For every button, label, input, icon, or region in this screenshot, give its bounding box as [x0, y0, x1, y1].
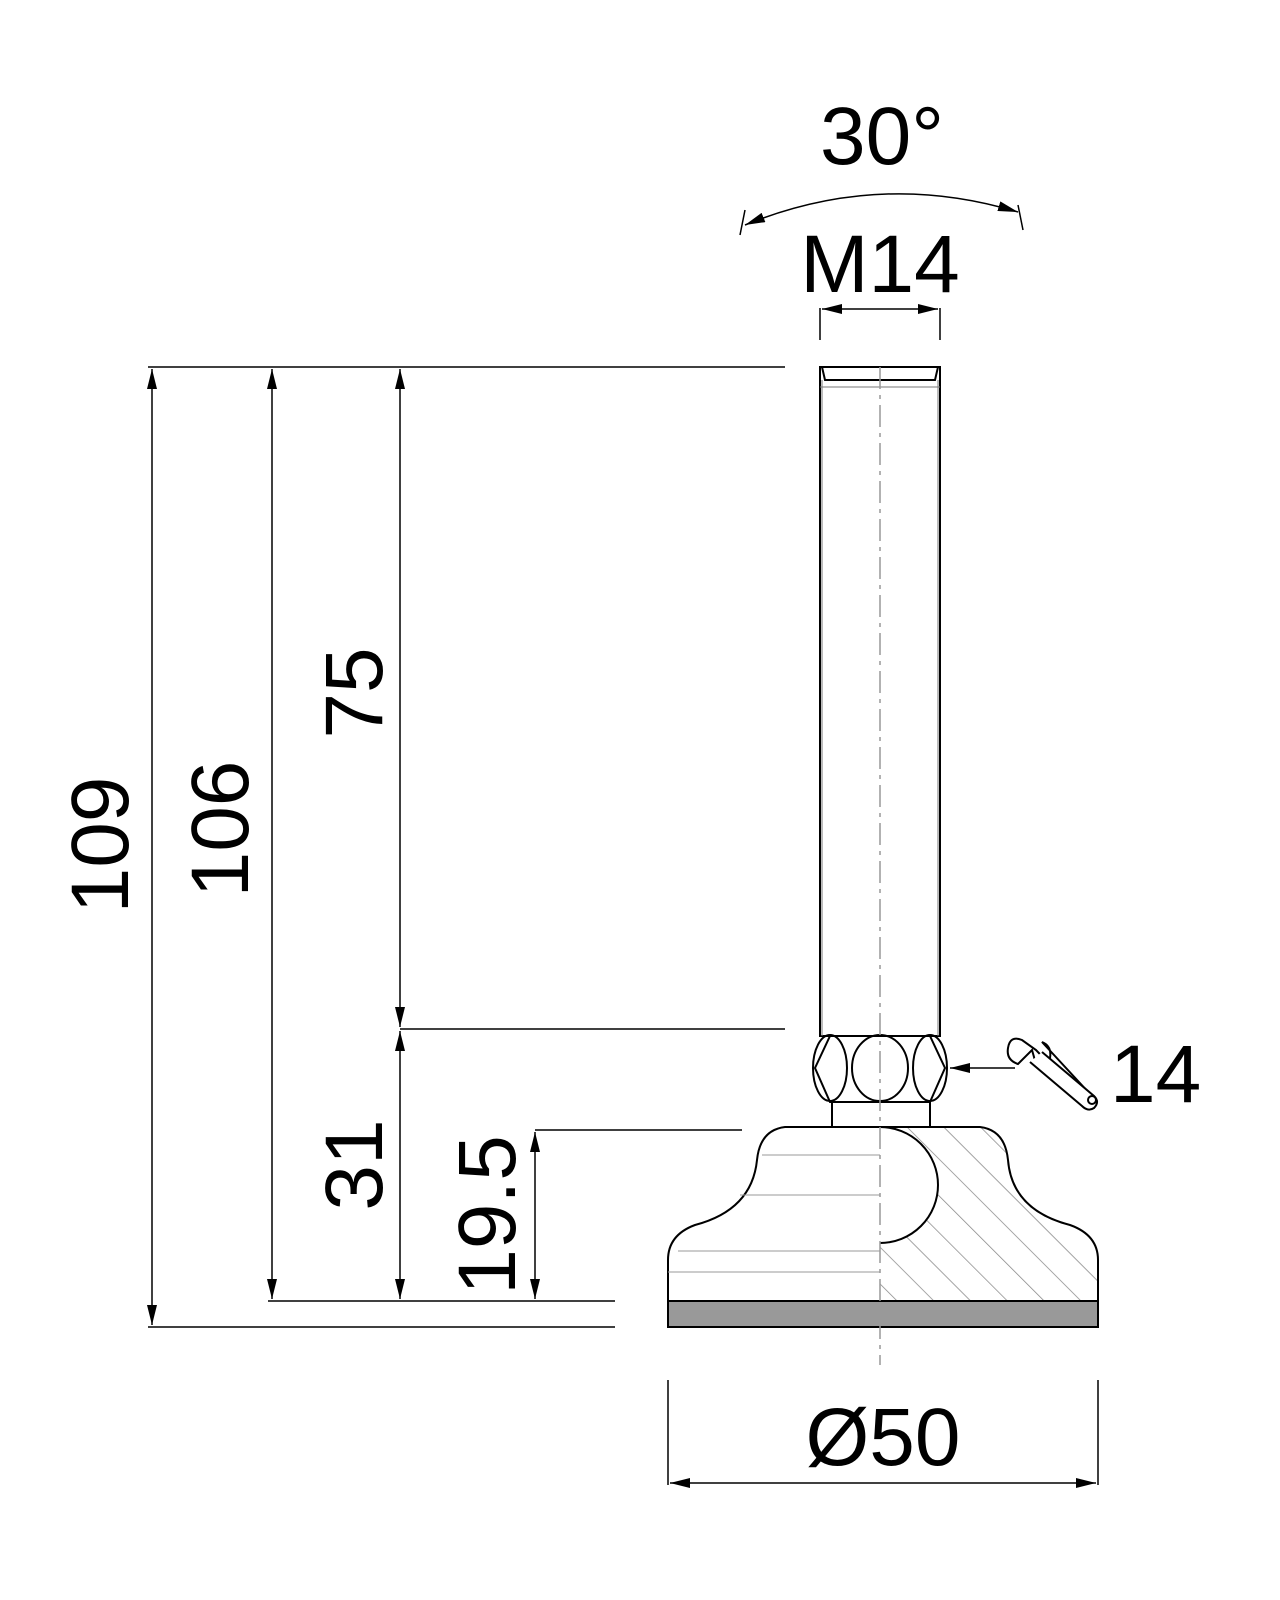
height-without-pad-label: 106 — [175, 761, 266, 898]
dim-arc-30 — [744, 193, 1019, 226]
wrench-icon — [1006, 1037, 1098, 1111]
rubber-pad — [667, 1300, 1099, 1328]
stud-neck — [831, 1101, 931, 1128]
lower-height-label: 31 — [309, 1119, 400, 1210]
angle-label: 30° — [820, 91, 944, 182]
leveling-foot-part — [667, 366, 1099, 1365]
wrench-size-label: 14 — [1110, 1029, 1201, 1120]
ball-socket — [879, 1126, 939, 1244]
total-height-label: 109 — [55, 777, 146, 914]
base-surface-lines — [668, 1154, 880, 1273]
base-height-label: 19.5 — [442, 1135, 533, 1295]
dimension-lines — [147, 193, 1096, 1488]
base-section-hatch — [880, 1127, 1098, 1301]
extension-lines — [148, 308, 1099, 1485]
thread-label: M14 — [800, 219, 960, 310]
base-diameter-label: Ø50 — [806, 1392, 961, 1483]
thread-length-label: 75 — [309, 647, 400, 738]
